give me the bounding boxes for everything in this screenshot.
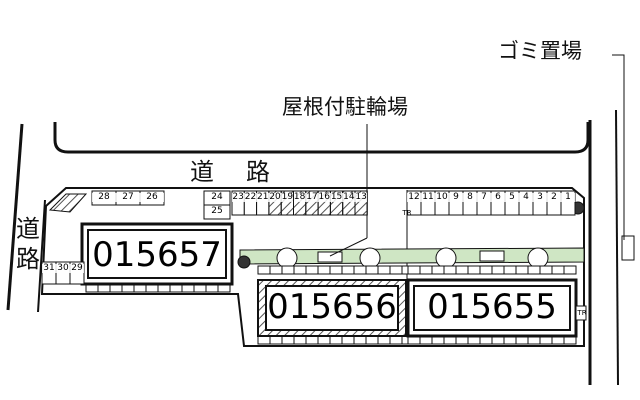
road-label-left: 道路 — [16, 215, 40, 273]
parking-slot-number: 10 — [435, 192, 449, 202]
parking-slot — [389, 335, 403, 345]
parking-slot — [305, 335, 319, 345]
parking-slot-number: 28 — [92, 193, 116, 202]
parking-slot — [539, 265, 553, 275]
parking-slot-number: 15 — [330, 192, 343, 202]
parking-slot — [467, 265, 481, 275]
parking-slot-number: 24 — [211, 192, 223, 202]
parking-slot — [419, 265, 433, 275]
road-boundary-top — [53, 122, 590, 154]
parking-slot-number: 3 — [533, 193, 547, 202]
right-boundary-2 — [615, 109, 619, 386]
parking-slot-number: 8 — [463, 193, 477, 202]
parking-slot-number: 9 — [449, 193, 463, 202]
parking-slot — [527, 265, 541, 275]
parking-slot — [281, 265, 295, 275]
parking-slot-number: 1 — [561, 193, 575, 202]
garbage-leader-line — [612, 54, 625, 240]
parking-slot — [563, 265, 577, 275]
road-boundary-left-inner — [37, 199, 46, 313]
parking-slot — [353, 335, 367, 345]
parking-slot-number: 6 — [491, 193, 505, 202]
parking-slot — [269, 265, 283, 275]
parking-slot — [443, 265, 457, 275]
parking-slot — [317, 335, 331, 345]
parking-slot — [293, 335, 307, 345]
parking-slot — [257, 335, 271, 345]
parking-slot-number: 29 — [70, 263, 84, 273]
parking-slot-number: 27 — [116, 193, 140, 202]
parking-slot-number: 30 — [56, 263, 70, 273]
parking-slot-number: 22 — [244, 192, 257, 202]
parking-slot — [257, 265, 271, 275]
parking-slot — [365, 335, 379, 345]
parking-slot-number: 14 — [342, 192, 355, 202]
parking-slot — [353, 265, 367, 275]
parking-slot-number: 2 — [547, 193, 561, 202]
parking-slot — [341, 265, 355, 275]
building-label-015655: 015655 — [427, 287, 557, 327]
parking-slot-number: 25 — [211, 206, 223, 216]
parking-slot — [551, 265, 565, 275]
parking-slot-number: 5 — [505, 193, 519, 202]
parking-slot-number: 13 — [355, 192, 368, 202]
tr-marker-right: TR — [577, 309, 587, 317]
parking-slot — [329, 265, 343, 275]
parking-slot-number: 18 — [293, 192, 306, 202]
road-label-top: 道路 — [190, 158, 302, 186]
parking-slot-number: 20 — [268, 192, 282, 202]
building-label-015656: 015656 — [267, 287, 397, 327]
parking-slot — [491, 265, 505, 275]
parking-slot-number: 4 — [519, 193, 533, 202]
tr-marker-left: TR — [402, 209, 412, 217]
building-015657 — [80, 222, 234, 286]
parking-slot — [377, 265, 391, 275]
parking-slot-number: 19 — [281, 192, 294, 202]
parking-slot-number: 7 — [477, 193, 491, 202]
parking-slot — [203, 204, 231, 220]
parking-slot — [365, 265, 379, 275]
garbage-bin — [621, 235, 635, 261]
parking-slot — [431, 265, 445, 275]
garbage-area-label: ゴミ置場 — [498, 39, 582, 63]
parking-slot-number: 26 — [140, 193, 164, 202]
parking-slot — [455, 265, 469, 275]
parking-slot — [503, 265, 517, 275]
parking-slot — [329, 335, 343, 345]
parking-slot — [281, 335, 295, 345]
parking-slot — [515, 265, 529, 275]
parking-slot — [407, 265, 421, 275]
bike-leader-line-2 — [329, 237, 368, 257]
parking-slot — [317, 265, 331, 275]
parking-slot — [479, 265, 493, 275]
parking-slot-number: 17 — [305, 192, 319, 202]
building-label-015657: 015657 — [92, 235, 222, 275]
parking-slot — [341, 335, 355, 345]
bike-racks — [317, 250, 505, 263]
parking-slot — [305, 265, 319, 275]
parking-slot — [377, 335, 391, 345]
parking-slot-number: 16 — [318, 192, 331, 202]
lower-parking-strips — [85, 265, 577, 345]
parking-slot-number: 21 — [256, 192, 269, 202]
parking-slot-number: 12 — [407, 192, 421, 202]
building-015656 — [257, 279, 407, 337]
parking-slot-number: 23 — [232, 192, 245, 202]
bike-parking-label: 屋根付駐輪場 — [282, 95, 408, 119]
parking-slot-number: 11 — [421, 192, 435, 202]
road-boundary-left-outer — [6, 123, 24, 311]
parking-slot-number: 31 — [42, 263, 56, 273]
parking-slot — [389, 265, 403, 275]
parking-slot — [269, 335, 283, 345]
entry-ramp — [48, 193, 88, 213]
parking-slot — [293, 265, 307, 275]
tr-box-right — [575, 305, 587, 321]
